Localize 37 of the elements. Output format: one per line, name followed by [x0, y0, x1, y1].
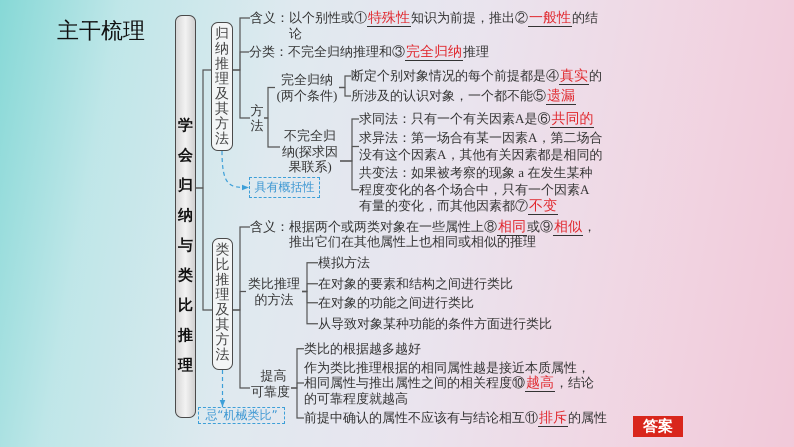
- connector-line: [291, 387, 304, 419]
- item-text: 类比的根据越多越好: [304, 341, 594, 356]
- item-text: 模拟方法: [318, 255, 598, 270]
- connector-line: [340, 160, 359, 190]
- arrow: [220, 370, 226, 407]
- item-text: 在对象的功能之间进行类比: [318, 295, 598, 310]
- item-text: 共变法：如果被考察的现象 a 在发生某种程度变化的各个场合中，只有一个因素A有量的变化，而其他因素都⑦不变: [359, 165, 595, 214]
- branch-label: 不完全归纳(探求因果联系): [280, 128, 340, 174]
- item-text: 从导致对象某种功能的条件方面进行类比: [318, 316, 598, 332]
- topic-box: 类比推理及其方法: [212, 238, 233, 370]
- item-text: 所涉及的认识对象，一个都不能⑤遗漏: [351, 88, 621, 104]
- arrow: [221, 150, 249, 190]
- connector-line: [233, 69, 250, 119]
- branch-label: 方法: [250, 103, 264, 133]
- item-text: 求同法：只有一个有关因素A是⑥共同的: [359, 111, 621, 127]
- item-text: 前提中确认的属性不应该有与结论相互⑪排斥的属性: [304, 410, 626, 426]
- answer-button: 答案: [633, 416, 683, 437]
- item-text: 在对象的要素和结构之间进行类比: [318, 276, 598, 292]
- item-text: 含义：以个别性或①特殊性知识为前提，推出②一般性的结论: [250, 10, 601, 41]
- item-text: 分类：不完全归纳推理和③完全归纳推理: [249, 44, 569, 60]
- connector-line: [196, 187, 212, 311]
- branch-label: 类比推理的方法: [246, 276, 302, 307]
- topic-box: 学会归纳与类比推理: [175, 15, 196, 418]
- branch-label: 提高可靠度: [250, 368, 291, 399]
- connector-line: [264, 117, 280, 148]
- note-box: 具有概括性: [249, 177, 320, 198]
- branch-label: 完全归纳(两个条件): [275, 72, 339, 103]
- item-text: 求异法：第一场合有某一因素A，第二场合没有这个因素A，其他有关因素都是相同的: [359, 130, 603, 163]
- item-text: 含义：根据两个或两类对象在一些属性上⑧相同或⑨相似，推出它们在其他属性上也相同或相似的推理: [250, 220, 600, 250]
- topic-box: 归纳推理及其方法: [211, 22, 233, 151]
- connector-line: [302, 290, 318, 324]
- connector-line: [339, 86, 351, 97]
- connector-line: [233, 309, 250, 389]
- note-box: 忌“机械类比”: [198, 407, 285, 424]
- item-text: 断定个别对象情况的每个前提都是④真实的: [351, 68, 621, 84]
- item-text: 作为类比推理根据的相同属性越是接近本质属性，相同属性与推出属性之间的相关程度⑩越高，结论的可靠程度就越高: [304, 360, 596, 406]
- title: 主干梳理: [57, 17, 145, 45]
